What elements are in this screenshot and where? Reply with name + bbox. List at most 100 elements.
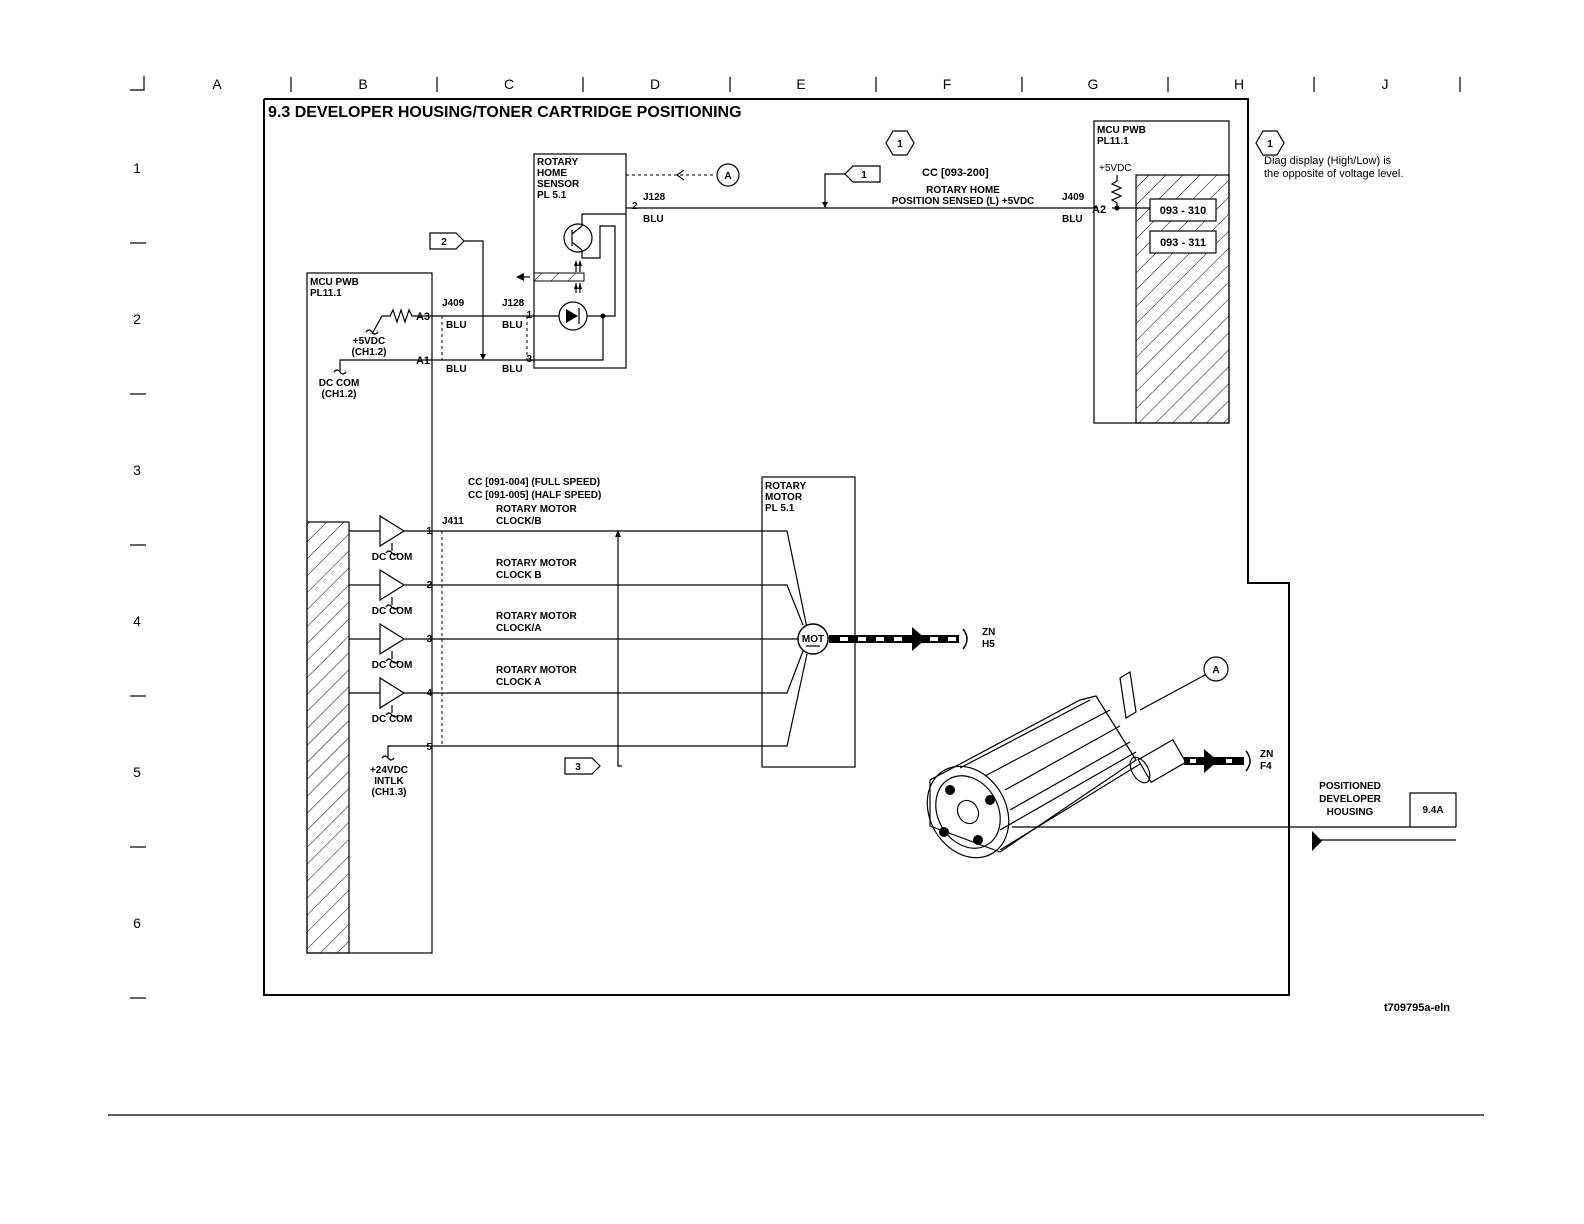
- home-signal-cc: CC [093-200]: [922, 167, 989, 179]
- motor-pin-label: 2: [426, 580, 432, 591]
- wire-color-1: BLU: [446, 320, 467, 331]
- zone-f4-line-2: F4: [1260, 761, 1272, 772]
- figure-id: t709795a-eln: [1384, 1002, 1450, 1014]
- output-line-1: POSITIONED: [1319, 781, 1381, 792]
- developer-rotary-illustration: A: [926, 656, 1312, 859]
- mcu-left-pin-a3: A3: [416, 311, 430, 323]
- note-number-hexagon: [1255, 130, 1285, 156]
- clock-label-1b: CLOCK/B: [496, 516, 542, 527]
- driver-ground-label: DC COM: [372, 552, 413, 563]
- home-signal-line-2: POSITION SENSED (L) +5VDC: [892, 196, 1035, 207]
- intlk-line-1: +24VDC: [370, 765, 408, 776]
- clock-label-3a: ROTARY MOTOR: [496, 611, 578, 622]
- sensor-line-2: HOME: [537, 168, 567, 179]
- mcu-right-pin: A2: [1092, 204, 1106, 216]
- grid-row-label: 6: [133, 915, 141, 931]
- mcu-left-connector-j128: J128: [502, 298, 525, 309]
- note-hexagon-top-number: 1: [897, 139, 903, 150]
- motor-line-1: ROTARY: [765, 481, 806, 492]
- zone-h5-line-2: H5: [982, 639, 995, 650]
- clock-label-1a: ROTARY MOTOR: [496, 504, 578, 515]
- buffer-driver-symbol: [379, 622, 406, 656]
- driver-ground-label: DC COM: [372, 714, 413, 725]
- status-code-box-1: [1149, 198, 1217, 222]
- grid-row-label: 1: [133, 160, 141, 176]
- sensor-shutter: [533, 272, 585, 282]
- output-block: POSITIONED DEVELOPER HOUSING 9.4A: [1312, 781, 1457, 851]
- note-line-2: the opposite of voltage level.: [1264, 168, 1403, 180]
- wire-color-3: BLU: [446, 364, 467, 375]
- motor-cc-2: CC [091-005] (HALF SPEED): [468, 490, 601, 501]
- sensor-line-3: SENSOR: [537, 179, 580, 190]
- wire-color-2: BLU: [502, 320, 523, 331]
- motor-connector-j411: J411: [442, 516, 464, 527]
- zone-h5-line-1: ZN: [982, 627, 995, 638]
- buffer-driver-symbol: [379, 676, 406, 710]
- mcu-right-wire-color: BLU: [1062, 214, 1083, 225]
- grid-column-label: C: [504, 76, 514, 92]
- motor-cc-1: CC [091-004] (FULL SPEED): [468, 477, 600, 488]
- mcu-left-supply-2: (CH1.2): [351, 347, 386, 358]
- mcu-left-line-1: MCU PWB: [310, 277, 359, 288]
- grid-column-label: A: [212, 76, 222, 92]
- flag-3-number: 3: [575, 762, 581, 773]
- output-line-3: HOUSING: [1327, 807, 1374, 818]
- diagram-frame: [263, 98, 1290, 996]
- motor-symbol: [797, 623, 829, 655]
- pullup-resistor-right: [1110, 175, 1123, 208]
- mcu-right-line-1: MCU PWB: [1097, 125, 1146, 136]
- intlk-line-2: INTLK: [374, 776, 404, 787]
- flag-2: [429, 232, 465, 250]
- mcu-right-supply: +5VDC: [1099, 163, 1132, 174]
- sensor-connector-j128: J128: [643, 192, 666, 203]
- rotary-home-sensor: ROTARY HOME SENSOR PL 5.1 1 3 2: [516, 153, 638, 369]
- motor-line-3: PL 5.1: [765, 503, 795, 514]
- mcu-left-line-2: PL11.1: [310, 288, 342, 299]
- grid-column-label: B: [358, 76, 367, 92]
- note-line-1: Diag display (High/Low) is: [1264, 155, 1392, 167]
- connector-a-label-top: A: [724, 171, 731, 182]
- output-ref: 9.4A: [1422, 805, 1443, 816]
- mcu-left-pin-a1: A1: [416, 355, 430, 367]
- home-signal-line-1: ROTARY HOME: [926, 185, 1000, 196]
- clock-label-4b: CLOCK A: [496, 677, 541, 688]
- off-page-connector-a-top: [716, 163, 740, 187]
- grid-row-label: 5: [133, 764, 141, 780]
- wire-color-4: BLU: [502, 364, 523, 375]
- grid-column-label: E: [796, 76, 805, 92]
- pullup-resistor-left: [371, 308, 432, 335]
- home-wire-color: BLU: [643, 214, 664, 225]
- mcu-pwb-right: MCU PWB PL11.1 +5VDC J409 BLU A2 093 - 3…: [1062, 120, 1230, 424]
- flag-1: [844, 165, 881, 183]
- mcu-right-connector: J409: [1062, 192, 1085, 203]
- buffer-driver-symbol: [379, 514, 406, 548]
- grid-column-label: D: [650, 76, 660, 92]
- mcu-left-hatched-area: [306, 521, 350, 954]
- rotary-motor-box: ROTARY MOTOR PL 5.1 MOT: [761, 476, 856, 768]
- grid-row-label: 2: [133, 311, 141, 327]
- status-code-box-2: [1149, 230, 1217, 254]
- driver-ground-label: DC COM: [372, 606, 413, 617]
- connector-a-label-bottom: A: [1212, 665, 1219, 676]
- status-code-2: 093 - 311: [1160, 237, 1206, 249]
- clock-label-2b: CLOCK B: [496, 570, 542, 581]
- flag-1-number: 1: [861, 170, 867, 181]
- clock-label-4a: ROTARY MOTOR: [496, 665, 578, 676]
- note-hexagon-top: [885, 130, 915, 156]
- grid-column-label: H: [1234, 76, 1244, 92]
- mcu-left-ground-1: DC COM: [319, 378, 360, 389]
- output-line-2: DEVELOPER: [1319, 794, 1381, 805]
- clock-label-3b: CLOCK/A: [496, 623, 542, 634]
- grid-row-label: 3: [133, 462, 141, 478]
- mcu-right-line-2: PL11.1: [1097, 136, 1129, 147]
- mcu-left-ground-2: (CH1.2): [321, 389, 356, 400]
- intlk-line-3: (CH1.3): [371, 787, 406, 798]
- buffer-driver-symbol: [379, 568, 406, 602]
- grid-column-label: F: [943, 76, 952, 92]
- clock-label-2a: ROTARY MOTOR: [496, 558, 578, 569]
- grid-column-label: J: [1382, 76, 1389, 92]
- mcu-left-supply-1: +5VDC: [353, 336, 386, 347]
